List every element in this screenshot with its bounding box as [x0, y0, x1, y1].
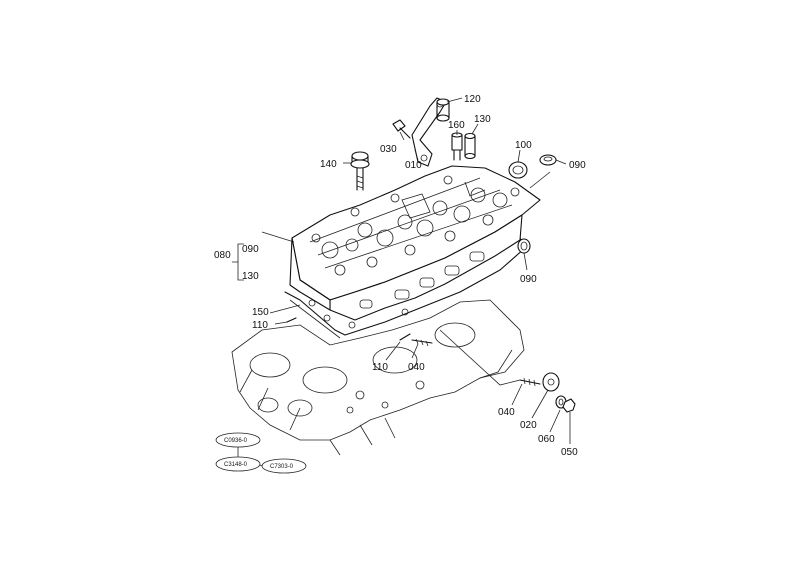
- label-120: 120: [464, 94, 481, 105]
- label-150: 150: [252, 307, 269, 318]
- head-gasket: [284, 237, 526, 339]
- label-080: 080: [214, 250, 231, 261]
- cylinder-head: [289, 165, 541, 321]
- engine-block: [231, 299, 525, 456]
- reference-codes: C0936-0 C3148-0 C7303-0: [215, 432, 307, 474]
- ref-code-2: C3148-0: [224, 462, 248, 468]
- bracket-080: [232, 243, 244, 281]
- label-010: 010: [405, 160, 422, 171]
- part-090-plug-top: [539, 154, 557, 166]
- part-130-pipe: [464, 132, 476, 160]
- part-120-pipe: [436, 98, 450, 122]
- part-040-stud-right: [519, 377, 541, 387]
- label-100: 100: [515, 140, 532, 151]
- part-050-nut: [562, 398, 576, 413]
- label-160: 160: [448, 120, 465, 131]
- part-110-pins: [286, 317, 411, 341]
- label-050: 050: [561, 447, 578, 458]
- label-020: 020: [520, 420, 537, 431]
- label-110-left: 110: [252, 320, 268, 331]
- part-090-plug-right: [517, 238, 531, 254]
- part-100-plug: [508, 161, 528, 179]
- part-labels: 120 160 130 030 010 140 100 090 090 080 …: [214, 94, 586, 458]
- part-030-010-bracket: [392, 97, 447, 167]
- label-110-center: 110: [372, 362, 388, 373]
- part-160-sensor: [451, 132, 463, 161]
- ref-code-3: C7303-0: [270, 464, 294, 470]
- ref-code-1: C0936-0: [224, 438, 248, 444]
- label-040-center: 040: [408, 362, 425, 373]
- label-140: 140: [320, 159, 337, 170]
- part-020-bracket: [542, 372, 560, 392]
- part-140-bolt: [350, 151, 370, 191]
- label-130: 130: [474, 114, 491, 125]
- label-040-right: 040: [498, 407, 515, 418]
- label-090-right: 090: [520, 274, 537, 285]
- label-090-top: 090: [569, 160, 586, 171]
- part-040-stud-center: [411, 338, 433, 347]
- leader-lines: [261, 97, 571, 444]
- label-090-bracket: 090: [242, 244, 259, 255]
- label-060: 060: [538, 434, 555, 445]
- label-030: 030: [380, 144, 397, 155]
- label-130-bracket: 130: [242, 271, 259, 282]
